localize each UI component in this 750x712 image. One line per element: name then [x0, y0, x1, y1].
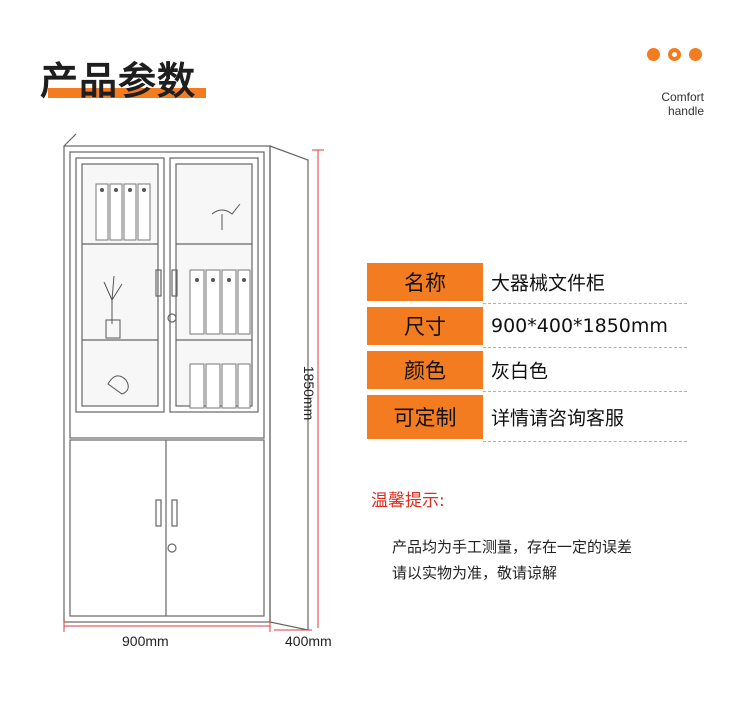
brand-line-1: Comfort: [661, 90, 704, 104]
binder-label: [142, 188, 146, 192]
lock-icon: [167, 543, 177, 553]
vase-decor: [107, 375, 129, 395]
binder: [189, 363, 205, 409]
brand-line-2: handle: [667, 104, 704, 118]
page-title: 产品参数: [40, 59, 197, 103]
spec-row-name: 名称 大器械文件柜: [367, 263, 687, 304]
ring-dot-icon: [668, 48, 681, 61]
binder-label: [227, 278, 231, 282]
left-glass-door: [75, 157, 165, 413]
ornament-decor: [211, 203, 241, 230]
spec-table: 名称 大器械文件柜 尺寸 900*400*1850mm 颜色 灰白色 可定制 详…: [367, 263, 687, 445]
title-underline: [48, 88, 206, 98]
binder: [189, 269, 205, 335]
title-block: 产品参数: [40, 50, 206, 105]
dot-icon: [647, 48, 660, 61]
width-dimension: 900mm: [122, 633, 169, 649]
cabinet-top-edge: [63, 133, 77, 147]
plant-decor: [103, 275, 123, 324]
decorative-dots: [647, 48, 702, 61]
spec-label: 尺寸: [367, 307, 483, 345]
spec-label: 颜色: [367, 351, 483, 389]
binder: [95, 183, 109, 241]
handle: [155, 269, 162, 297]
spec-label: 可定制: [367, 395, 483, 439]
height-dimension: 1850mm: [301, 365, 318, 421]
handle: [155, 499, 162, 527]
upper-frame: [69, 151, 265, 439]
handle: [171, 269, 178, 297]
lock-icon: [167, 313, 177, 323]
handle: [171, 499, 178, 527]
depth-dimension: 400mm: [285, 633, 332, 649]
binder: [221, 363, 237, 409]
binder-label: [242, 278, 246, 282]
binder-label: [100, 188, 104, 192]
spec-value: 灰白色: [491, 360, 549, 383]
binder: [137, 183, 151, 241]
spec-row-custom: 可定制 详情请咨询客服: [367, 395, 687, 442]
binder-label: [211, 278, 215, 282]
binder-label: [128, 188, 132, 192]
tip-title: 温馨提示:: [371, 491, 445, 511]
spec-value: 详情请咨询客服: [491, 407, 625, 430]
spec-row-size: 尺寸 900*400*1850mm: [367, 307, 687, 348]
binder: [237, 363, 251, 409]
spec-value: 大器械文件柜: [491, 272, 606, 295]
tip-text: 请以实物为准，敬请谅解: [392, 564, 558, 582]
right-glass-door: [169, 157, 259, 413]
binder: [205, 363, 221, 409]
binder-label: [114, 188, 118, 192]
spec-row-color: 颜色 灰白色: [367, 351, 687, 392]
binder: [205, 269, 221, 335]
lower-frame: [69, 439, 265, 617]
brand-tagline: Comfort handle: [661, 90, 704, 118]
binder-label: [195, 278, 199, 282]
binder: [109, 183, 123, 241]
binder: [237, 269, 251, 335]
spec-value: 900*400*1850mm: [491, 315, 668, 337]
tip-text: 产品均为手工测量，存在一定的误差: [392, 538, 633, 556]
binder: [123, 183, 137, 241]
binder: [221, 269, 237, 335]
spec-label: 名称: [367, 263, 483, 301]
dot-icon: [689, 48, 702, 61]
pot-decor: [105, 319, 121, 339]
